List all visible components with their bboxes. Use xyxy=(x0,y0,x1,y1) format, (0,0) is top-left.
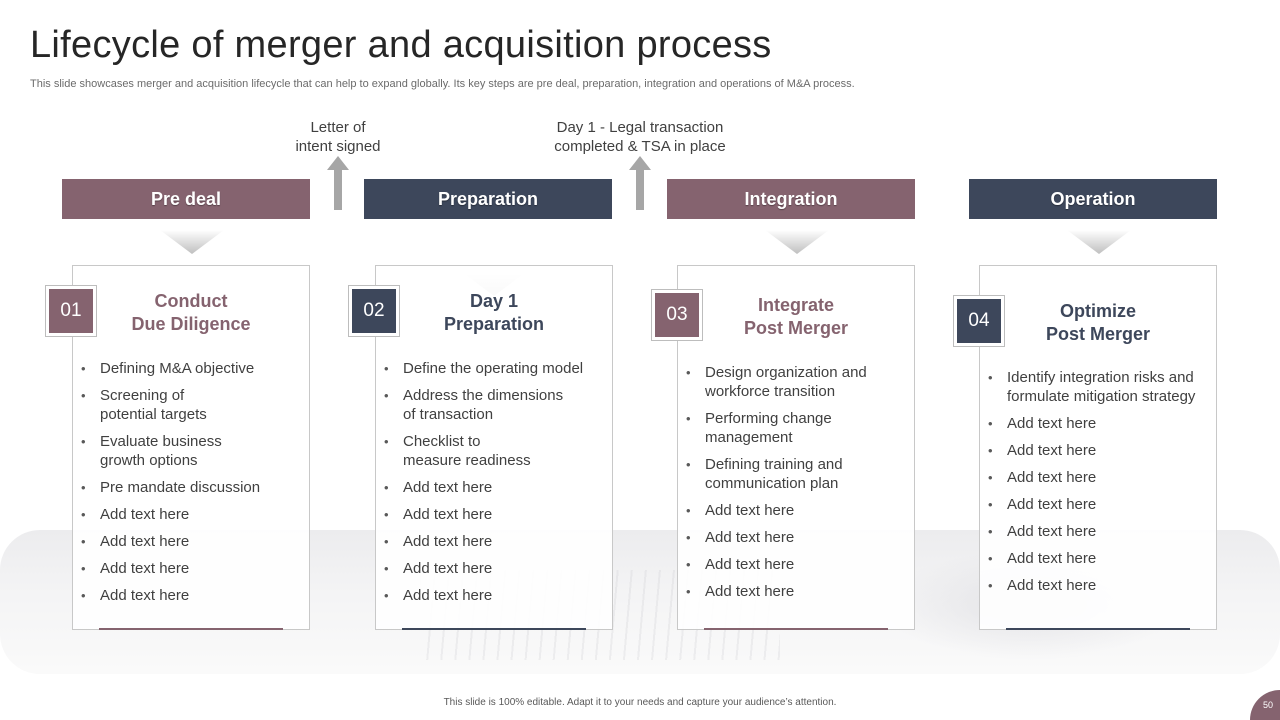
card-title: Day 1 Preparation xyxy=(394,290,594,336)
milestone-line: Day 1 - Legal transaction xyxy=(556,119,724,136)
phase-card-operation: Optimize Post Merger Identify integratio… xyxy=(979,265,1217,630)
list-item: Add text here xyxy=(81,559,303,578)
list-item: Add text here xyxy=(988,522,1214,541)
page-number: 50 xyxy=(1262,700,1273,710)
card-title-line: Post Merger xyxy=(1045,324,1151,344)
phase-bar-operation: Operation xyxy=(969,179,1217,219)
list-item: Add text here xyxy=(384,478,606,497)
card-title-line: Post Merger xyxy=(743,318,849,338)
list-item: Add text here xyxy=(988,414,1214,433)
card-title-line: Integrate xyxy=(757,295,835,315)
milestone-intent-signed: Letter of intent signed xyxy=(278,118,398,156)
milestone-legal-transaction: Day 1 - Legal transaction completed & TS… xyxy=(535,118,745,156)
list-item: Add text here xyxy=(81,586,303,605)
step-badge: 03 xyxy=(651,289,703,341)
chevron-down-icon xyxy=(1067,230,1131,254)
list-item: Add text here xyxy=(988,468,1214,487)
slide-footer: This slide is 100% editable. Adapt it to… xyxy=(443,697,837,708)
card-title-line: Day 1 xyxy=(469,291,519,311)
phase-bar-integration: Integration xyxy=(667,179,915,219)
list-item: Add text here xyxy=(384,559,606,578)
list-item: Add text here xyxy=(686,528,908,547)
step-number: 02 xyxy=(352,289,396,333)
list-item: Add text here xyxy=(384,532,606,551)
list-item: Add text here xyxy=(988,495,1214,514)
list-item: Define the operating model xyxy=(384,359,606,378)
card-title: Optimize Post Merger xyxy=(998,300,1198,346)
list-item: Add text here xyxy=(988,441,1214,460)
list-item: Add text here xyxy=(384,586,606,605)
phase-bar-preparation: Preparation xyxy=(364,179,612,219)
list-item: Defining M&A objective xyxy=(81,359,303,378)
phase-card-preparation: Day 1 Preparation Define the operating m… xyxy=(375,265,613,630)
chevron-down-icon xyxy=(160,230,224,254)
phase-card-pre-deal: Conduct Due Diligence Defining M&A objec… xyxy=(72,265,310,630)
up-arrow-icon xyxy=(629,156,651,210)
step-badge: 04 xyxy=(953,295,1005,347)
list-item: Add text here xyxy=(384,505,606,524)
card-accent-line xyxy=(704,628,888,630)
card-title-line: Due Diligence xyxy=(131,314,251,334)
list-item: Add text here xyxy=(988,576,1214,595)
card-title-line: Preparation xyxy=(443,314,545,334)
card-title: Conduct Due Diligence xyxy=(91,290,291,336)
chevron-down-icon xyxy=(765,230,829,254)
step-badge: 01 xyxy=(45,285,97,337)
slide-title: Lifecycle of merger and acquisition proc… xyxy=(30,24,772,66)
list-item: Add text here xyxy=(686,582,908,601)
card-accent-line xyxy=(402,628,586,630)
bullet-list: Defining M&A objective Screening ofpoten… xyxy=(81,359,303,613)
list-item: Add text here xyxy=(81,505,303,524)
phase-bar-pre-deal: Pre deal xyxy=(62,179,310,219)
list-item: Add text here xyxy=(81,532,303,551)
step-number: 04 xyxy=(957,299,1001,343)
card-title: Integrate Post Merger xyxy=(696,294,896,340)
milestone-line: Letter of xyxy=(310,119,366,136)
step-number: 03 xyxy=(655,293,699,337)
list-item: Identify integration risks andformulate … xyxy=(988,368,1214,406)
milestone-line: completed & TSA in place xyxy=(554,138,726,155)
card-accent-line xyxy=(99,628,283,630)
bullet-list: Identify integration risks andformulate … xyxy=(988,368,1214,603)
list-item: Add text here xyxy=(686,501,908,520)
card-title-line: Conduct xyxy=(154,291,228,311)
milestone-line: intent signed xyxy=(295,138,381,155)
list-item: Add text here xyxy=(988,549,1214,568)
step-number: 01 xyxy=(49,289,93,333)
up-arrow-icon xyxy=(327,156,349,210)
card-accent-line xyxy=(1006,628,1190,630)
bullet-list: Define the operating model Address the d… xyxy=(384,359,606,613)
list-item: Pre mandate discussion xyxy=(81,478,303,497)
phase-card-integration: Integrate Post Merger Design organizatio… xyxy=(677,265,915,630)
list-item: Add text here xyxy=(686,555,908,574)
card-title-line: Optimize xyxy=(1059,301,1136,321)
step-badge: 02 xyxy=(348,285,400,337)
slide-subtitle: This slide showcases merger and acquisit… xyxy=(30,78,855,90)
